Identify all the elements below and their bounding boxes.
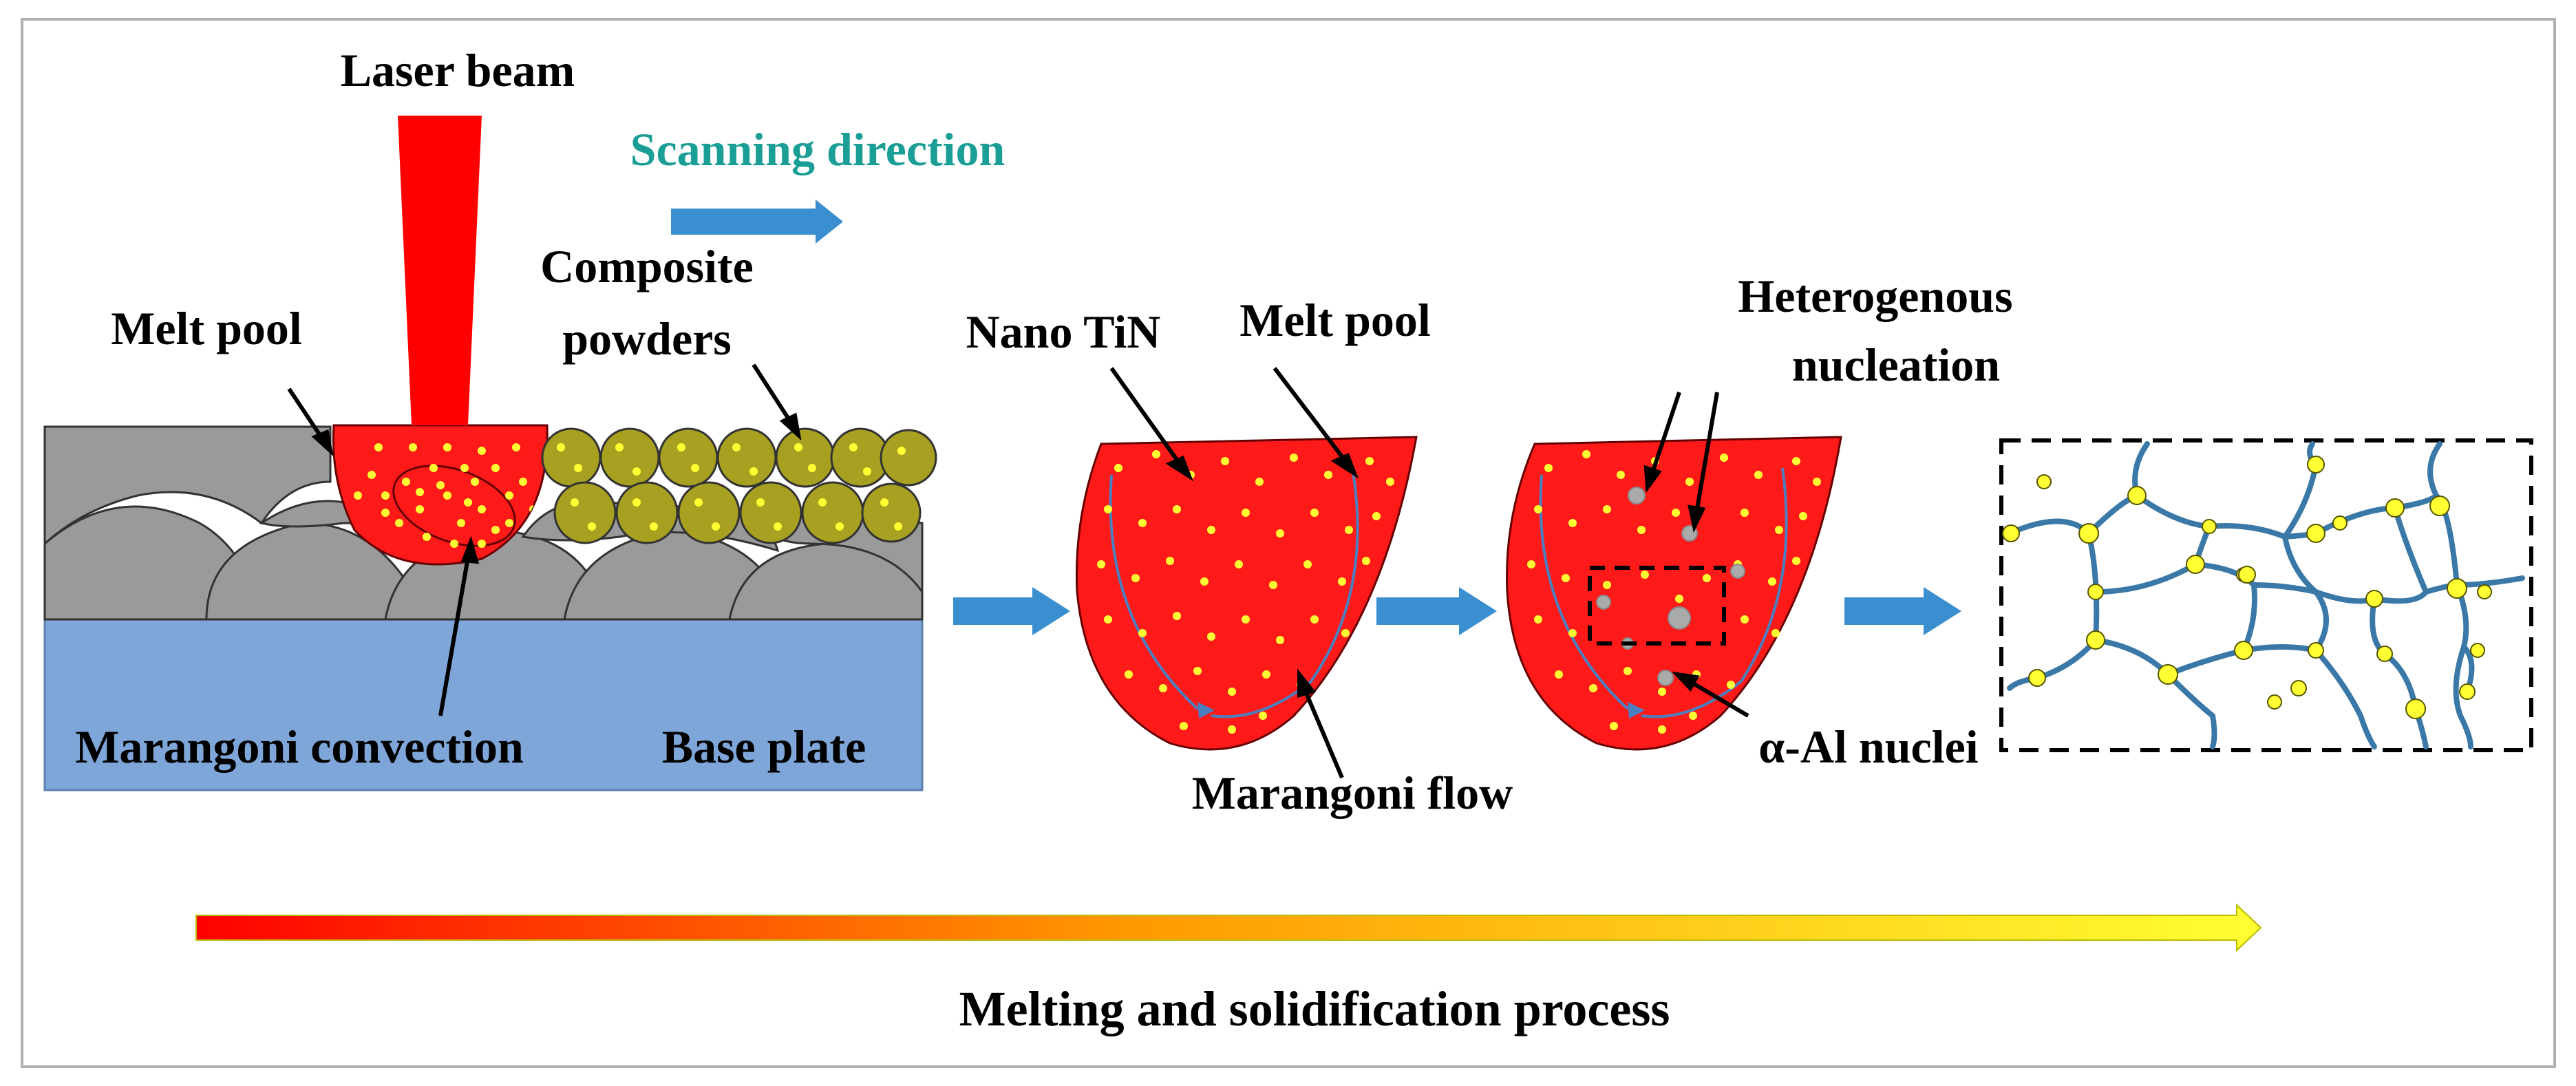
process-arrow-1	[953, 587, 1070, 635]
process-arrow-2	[1376, 587, 1497, 635]
melt-pool-3-particles	[1527, 450, 1821, 734]
composite-powders-label-line2: powders	[562, 312, 732, 365]
laser-beam	[398, 116, 482, 425]
scanning-direction-label: Scanning direction	[630, 123, 1005, 175]
grain-boundaries	[2007, 441, 2525, 749]
panel2-leader-lines	[1109, 367, 1359, 779]
heterogenous-nucleation-label-line1: Heterogenous	[1738, 270, 2012, 322]
zoom-region-box	[1588, 566, 1726, 646]
nano-tin-label: Nano TiN	[966, 306, 1161, 358]
base-plate-label: Base plate	[662, 721, 866, 773]
melt-pool-1-label: Melt pool	[111, 302, 302, 354]
melt-pool-2	[1075, 436, 1418, 751]
panel-heterogeneous-nucleation	[1506, 392, 1842, 751]
panel1-leader-lines	[287, 363, 802, 716]
al-nuclei	[1596, 487, 1745, 686]
marangoni-flow-loop-2	[1211, 467, 1359, 718]
composite-powders-label-line1: Composite	[540, 240, 754, 292]
melt-pool-2-label: Melt pool	[1239, 294, 1431, 346]
grain-region-box	[1999, 438, 2533, 752]
powder-dots	[557, 443, 906, 531]
laser-beam-label: Laser beam	[341, 44, 575, 96]
melt-pool-3	[1506, 436, 1842, 751]
process-arrow-3	[1844, 587, 1961, 635]
panel3-leader-lines	[1643, 392, 1749, 718]
figure-frame	[21, 18, 2556, 1068]
panel-laser-powder-bed	[43, 116, 937, 791]
marangoni-flow-label: Marangoni flow	[1192, 767, 1513, 819]
melt-pool-1-particles	[354, 443, 537, 548]
composite-powder-particles	[541, 427, 937, 544]
alpha-al-nuclei-label: α-Al nuclei	[1758, 721, 1978, 773]
scanning-direction-arrow	[671, 200, 843, 244]
marangoni-flow-loop-3	[1641, 467, 1788, 718]
process-label: Melting and solidification process	[959, 981, 1670, 1036]
marangoni-convection-loop	[392, 465, 516, 547]
grain-nuclei-dots	[2002, 456, 2492, 719]
panel-melt-pool-tin	[1075, 367, 1418, 779]
panel-grain-structure	[1999, 438, 2533, 752]
heterogenous-nucleation-label-line2: nucleation	[1792, 339, 2000, 391]
process-gradient-arrow	[195, 903, 2262, 952]
marangoni-convection-label: Marangoni convection	[75, 721, 524, 773]
